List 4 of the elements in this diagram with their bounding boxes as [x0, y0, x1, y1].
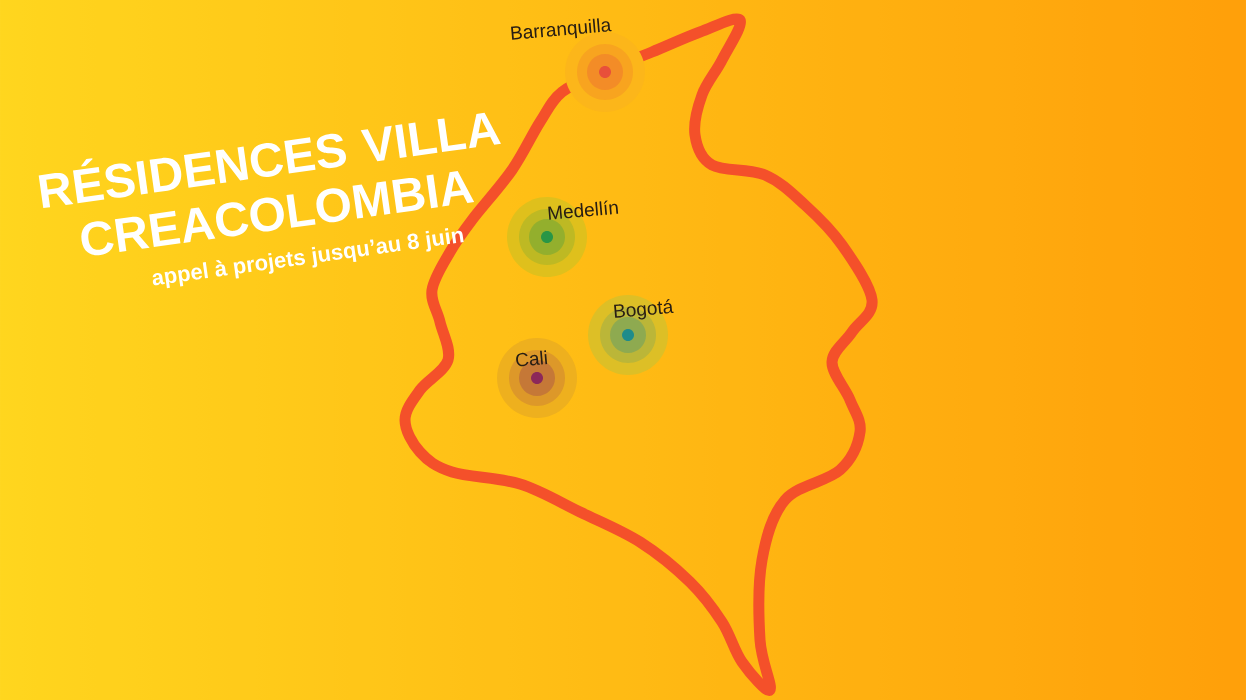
- city-label: Barranquilla: [511, 18, 612, 40]
- city-label: Medellín: [548, 200, 619, 220]
- city-label: Cali: [516, 350, 548, 367]
- city-label: Bogotá: [614, 299, 674, 320]
